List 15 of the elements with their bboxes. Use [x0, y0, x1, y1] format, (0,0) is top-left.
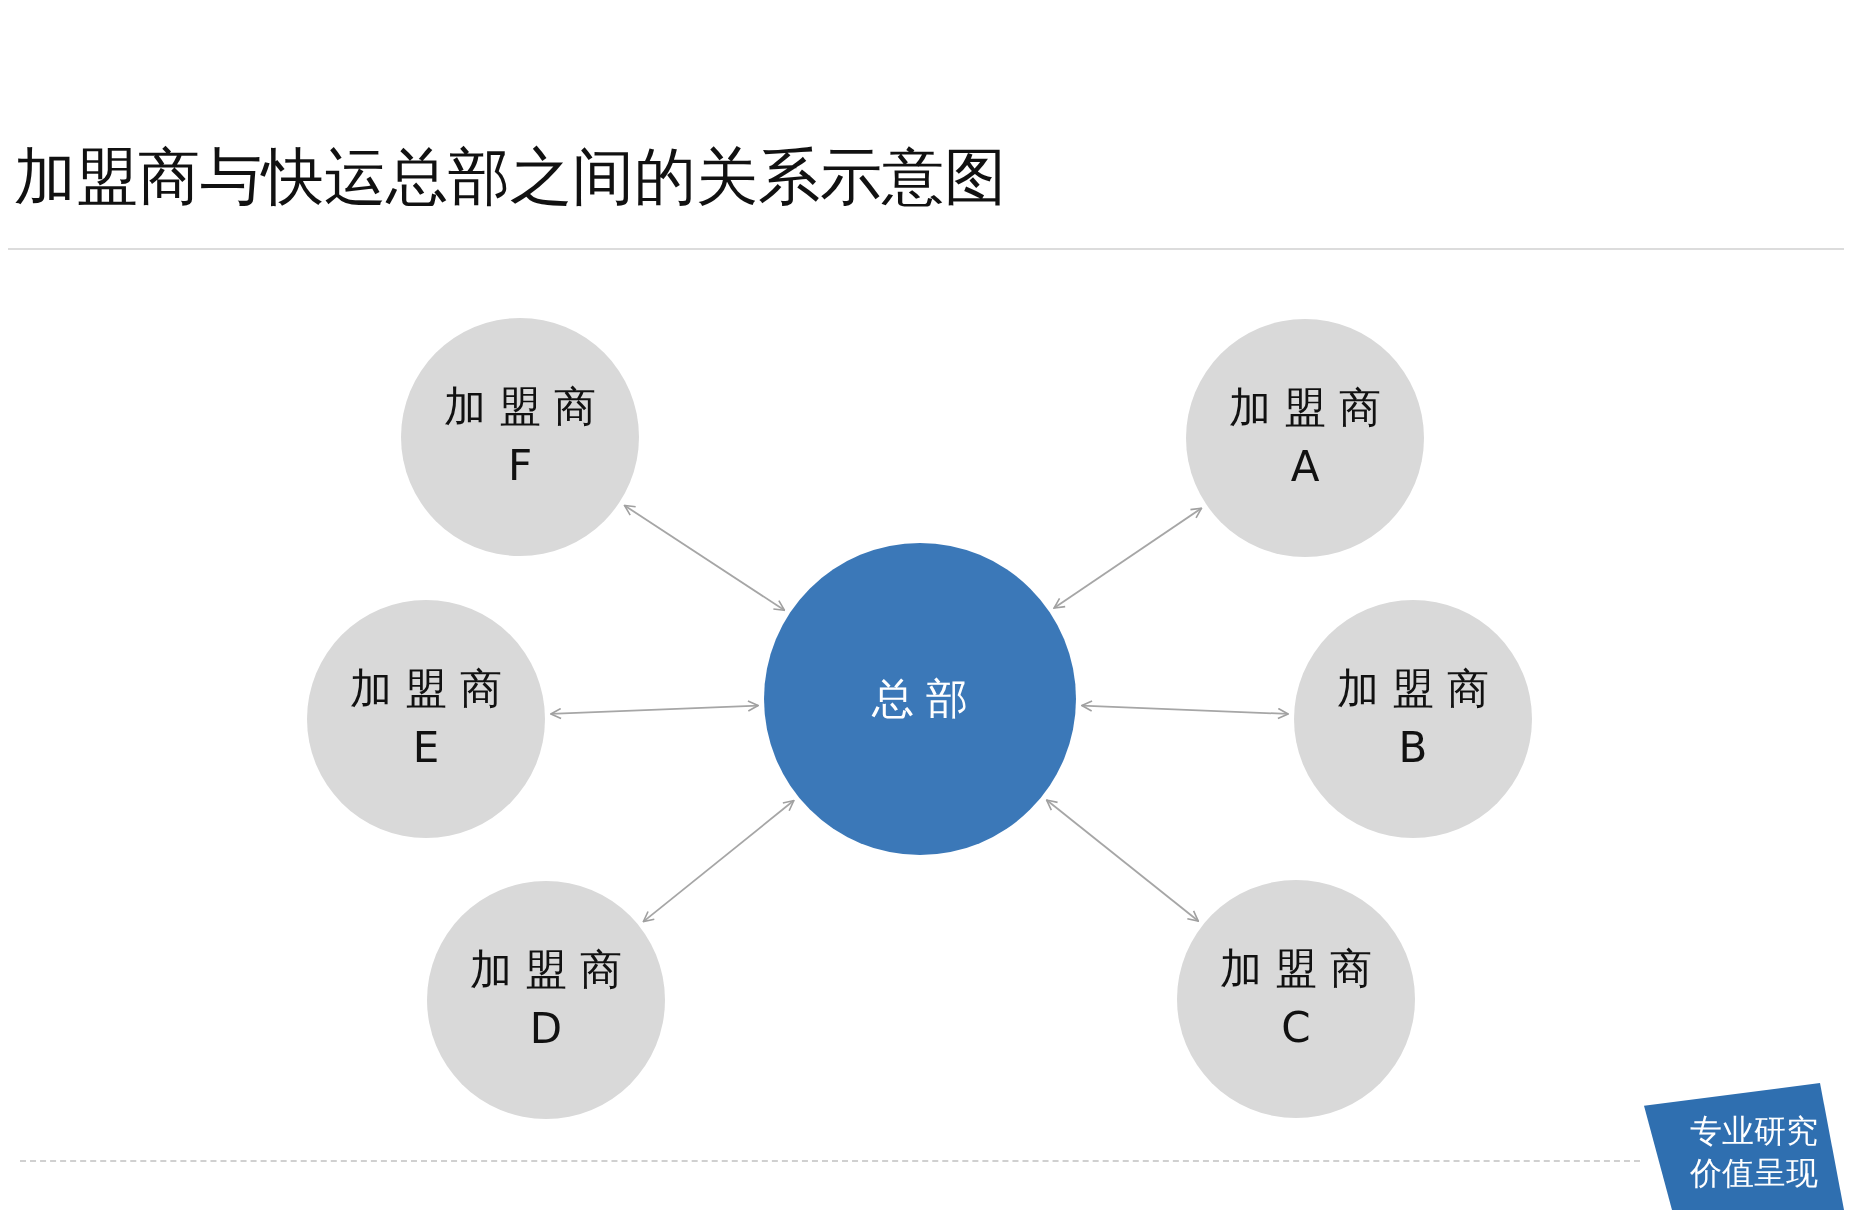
node-label: 加盟商 D [469, 944, 636, 1055]
slogan-badge: 专业研究价值呈现 [1644, 1083, 1844, 1210]
node-label: 加盟商 B [1336, 663, 1503, 774]
node-label: 总部 [870, 672, 981, 725]
node-label: 加盟商 E [349, 663, 516, 774]
node-label: 加盟商 C [1219, 943, 1386, 1054]
arrow [623, 504, 786, 612]
node-label: 加盟商 F [443, 381, 610, 492]
arrow [550, 700, 760, 720]
arrow [642, 799, 795, 923]
title: 加盟商与快运总部之间的关系示意图 [14, 139, 1006, 215]
node-label: 加盟商 A [1228, 382, 1395, 493]
arrow [1045, 799, 1200, 922]
arrow [1080, 700, 1289, 720]
arrow [1053, 507, 1203, 609]
